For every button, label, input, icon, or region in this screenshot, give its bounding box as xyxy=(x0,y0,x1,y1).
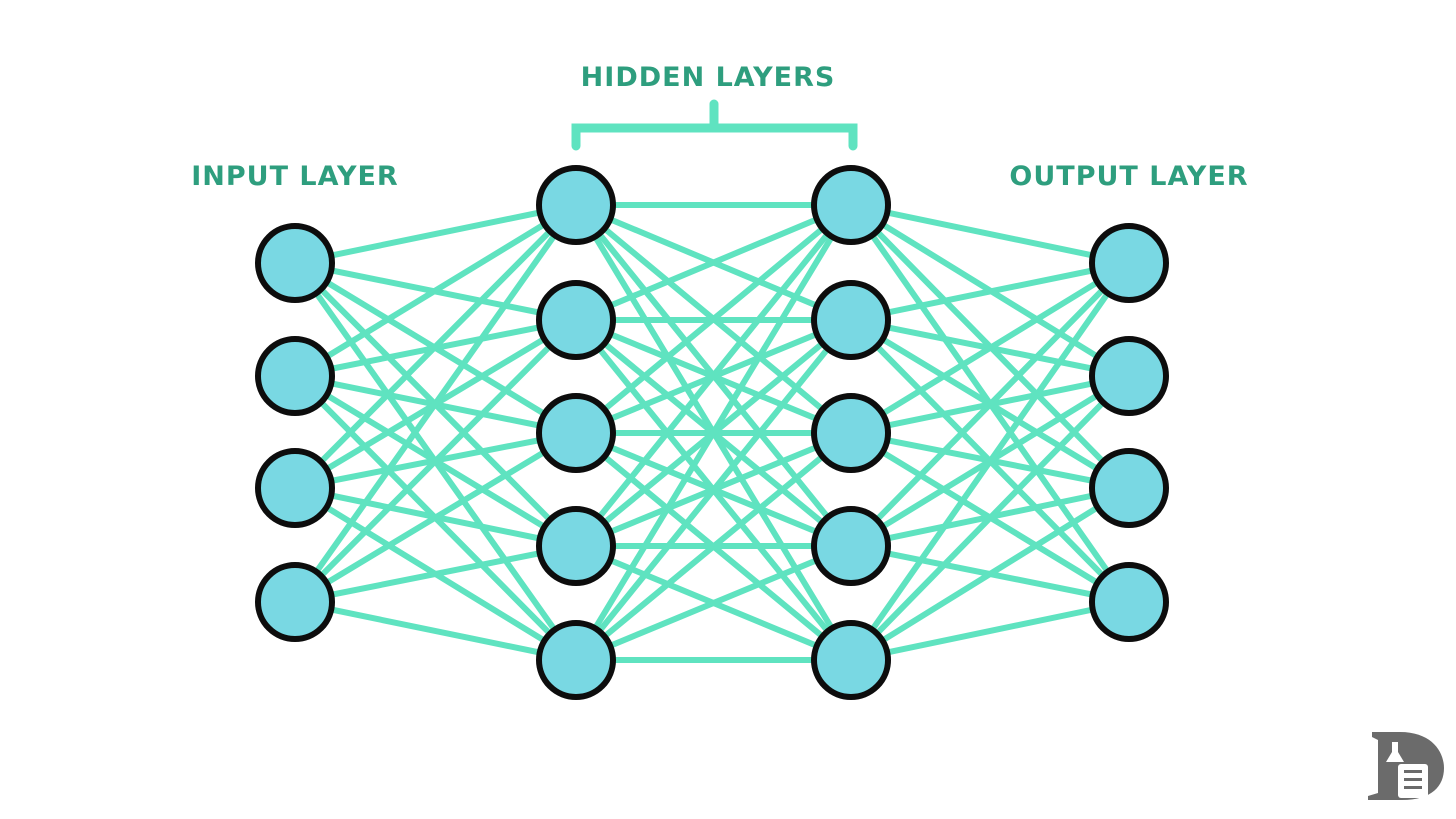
hidden-1-layer xyxy=(536,165,616,700)
hidden-2-neuron-2 xyxy=(811,280,891,360)
hidden-1-neuron-1 xyxy=(536,165,616,245)
output-neuron-2 xyxy=(1089,336,1169,416)
d-with-scroll-logo-icon xyxy=(1368,732,1444,800)
hidden-layers-bracket xyxy=(571,99,858,151)
connection-input-3-to-hidden-1-1 xyxy=(292,202,579,491)
output-neuron-4 xyxy=(1089,562,1169,642)
connection-input-1-to-hidden-1-1 xyxy=(292,202,579,266)
hidden-1-neuron-4 xyxy=(536,506,616,586)
logo-scroll-line xyxy=(1404,770,1422,773)
connection-hidden-1-5-to-hidden-2-1 xyxy=(573,202,854,663)
connection-hidden-2-3-to-output-1 xyxy=(848,260,1132,436)
connection-input-4-to-hidden-1-5 xyxy=(292,599,579,663)
hidden-2-neuron-4 xyxy=(811,506,891,586)
output-layer xyxy=(1089,223,1169,642)
neurons xyxy=(255,165,1169,700)
hidden-1-neuron-2 xyxy=(536,280,616,360)
logo-scroll-line xyxy=(1404,786,1422,789)
output-layer-label: OUTPUT LAYER xyxy=(1009,161,1248,192)
connection-hidden-1-2-to-hidden-2-1 xyxy=(573,202,854,323)
connection-hidden-1-5-to-hidden-2-4 xyxy=(573,543,854,663)
hidden-1-neuron-3 xyxy=(536,393,616,473)
hidden-2-neuron-1 xyxy=(811,165,891,245)
hidden-2-neuron-3 xyxy=(811,393,891,473)
connection-hidden-1-5-to-hidden-2-3 xyxy=(573,430,854,663)
connection-hidden-2-5-to-output-4 xyxy=(848,599,1132,663)
input-layer xyxy=(255,223,335,642)
input-neuron-3 xyxy=(255,448,335,528)
connection-input-2-to-hidden-1-1 xyxy=(292,202,579,379)
connection-hidden-1-4-to-hidden-2-1 xyxy=(573,202,854,549)
hidden-2-neuron-5 xyxy=(811,620,891,700)
connection-hidden-2-5-to-output-2 xyxy=(848,373,1132,663)
connection-hidden-2-5-to-output-3 xyxy=(848,485,1132,663)
connection-input-4-to-hidden-1-3 xyxy=(292,430,579,605)
hidden-layers-label: HIDDEN LAYERS xyxy=(581,62,836,93)
connection-hidden-2-1-to-output-1 xyxy=(848,202,1132,266)
logo-flask xyxy=(1386,742,1404,762)
connection-input-4-to-hidden-1-1 xyxy=(292,202,579,605)
connection-input-4-to-hidden-1-2 xyxy=(292,317,579,605)
input-neuron-1 xyxy=(255,223,335,303)
input-layer-label: INPUT LAYER xyxy=(191,161,398,192)
hidden-2-layer xyxy=(811,165,891,700)
connections xyxy=(292,202,1132,663)
logo-scroll-line xyxy=(1404,778,1422,781)
connection-hidden-2-4-to-output-1 xyxy=(848,260,1132,549)
output-neuron-3 xyxy=(1089,448,1169,528)
connection-hidden-1-5-to-hidden-2-2 xyxy=(573,317,854,663)
input-neuron-4 xyxy=(255,562,335,642)
connection-input-4-to-hidden-1-4 xyxy=(292,543,579,605)
input-neuron-2 xyxy=(255,336,335,416)
output-neuron-1 xyxy=(1089,223,1169,303)
connection-hidden-2-2-to-output-1 xyxy=(848,260,1132,323)
connection-hidden-2-5-to-output-1 xyxy=(848,260,1132,663)
hidden-1-neuron-5 xyxy=(536,620,616,700)
connection-hidden-1-3-to-hidden-2-1 xyxy=(573,202,854,436)
